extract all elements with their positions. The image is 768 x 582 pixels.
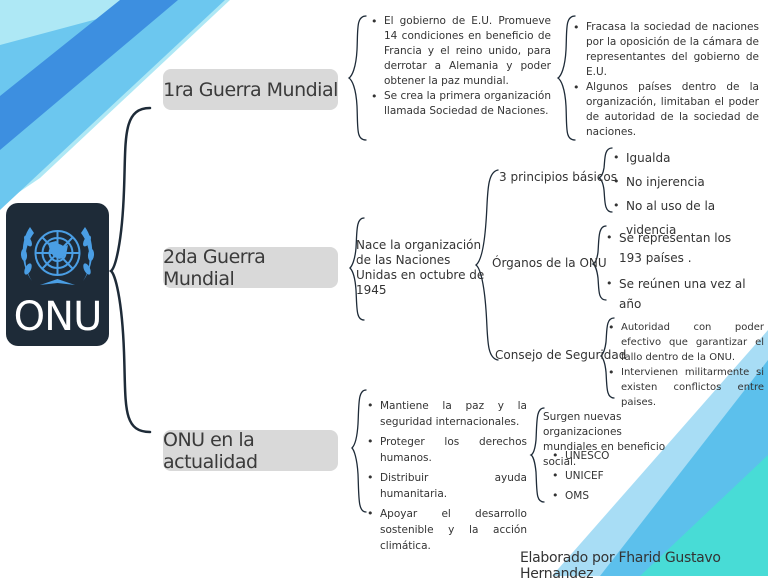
today-point: Mantiene la paz y la seguridad internaci… (367, 398, 527, 430)
brace-organs (591, 225, 607, 301)
today-point: Proteger los derechos humanos. (367, 434, 527, 466)
organs-list: Se representan los 193 países . Se reúne… (606, 228, 756, 314)
brace-ww1-points (347, 15, 367, 141)
council-list: Autoridad con poder efectivo que garanti… (608, 320, 764, 410)
group-label-principles: 3 principios básicos (499, 170, 617, 184)
ww2-intro: Nace la organización de las Naciones Uni… (356, 238, 485, 297)
group-label-organs: Órganos de la ONU (492, 256, 607, 270)
logo-text: ONU (13, 294, 103, 340)
today-point: Distribuir ayuda humanitaria. (367, 470, 527, 502)
council-item: Intervienen militarmente si existen conf… (608, 365, 764, 410)
brace-today-points (351, 389, 367, 513)
branch-ww1: 1ra Guerra Mundial (163, 69, 338, 110)
brace-principles (597, 147, 613, 213)
org-item: OMS (552, 486, 652, 506)
ww1-consequences-list: Fracasa la sociedad de naciones por la o… (573, 20, 759, 140)
council-item: Autoridad con poder efectivo que garanti… (608, 320, 764, 365)
brace-orgs (529, 407, 545, 503)
branch-today: ONU en la actualidad (163, 429, 338, 473)
un-emblem-icon (20, 227, 95, 285)
organ-item: Se reúnen una vez al año (606, 274, 756, 314)
ww1-point: Se crea la primera organización llamada … (371, 89, 551, 119)
principle-item: No injerencia (613, 170, 763, 194)
brace-council (600, 317, 615, 399)
author-credit: Elaborado por Fharid Gustavo Hernandez (520, 550, 721, 582)
today-point: Apoyar el desarrollo sostenible y la acc… (367, 506, 527, 554)
orgs-list: UNESCO UNICEF OMS (552, 446, 652, 506)
org-item: UNICEF (552, 466, 652, 486)
branch-ww2: 2da Guerra Mundial (163, 246, 338, 290)
bottom-right-teal-shape (640, 455, 768, 576)
corner-dark-blue-shape (0, 0, 178, 150)
onu-logo-box: ONU (6, 203, 109, 346)
organ-item: Se representan los 193 países . (606, 228, 756, 268)
ww1-points-list: El gobierno de E.U. Promueve 14 condicio… (371, 14, 551, 119)
org-item: UNESCO (552, 446, 652, 466)
principle-item: Igualda (613, 146, 763, 170)
today-points-list: Mantiene la paz y la seguridad internaci… (367, 398, 527, 554)
group-label-council: Consejo de Seguridad (495, 348, 627, 362)
brace-ww2-groups (474, 169, 499, 361)
main-brace (108, 106, 152, 434)
ww1-consequence: Fracasa la sociedad de naciones por la o… (573, 20, 759, 80)
ww1-consequence: Algunos países dentro de la organización… (573, 80, 759, 140)
brace-ww1-consequences (556, 15, 576, 141)
ww1-point: El gobierno de E.U. Promueve 14 condicio… (371, 14, 551, 89)
brace-ww2-intro (349, 217, 365, 321)
